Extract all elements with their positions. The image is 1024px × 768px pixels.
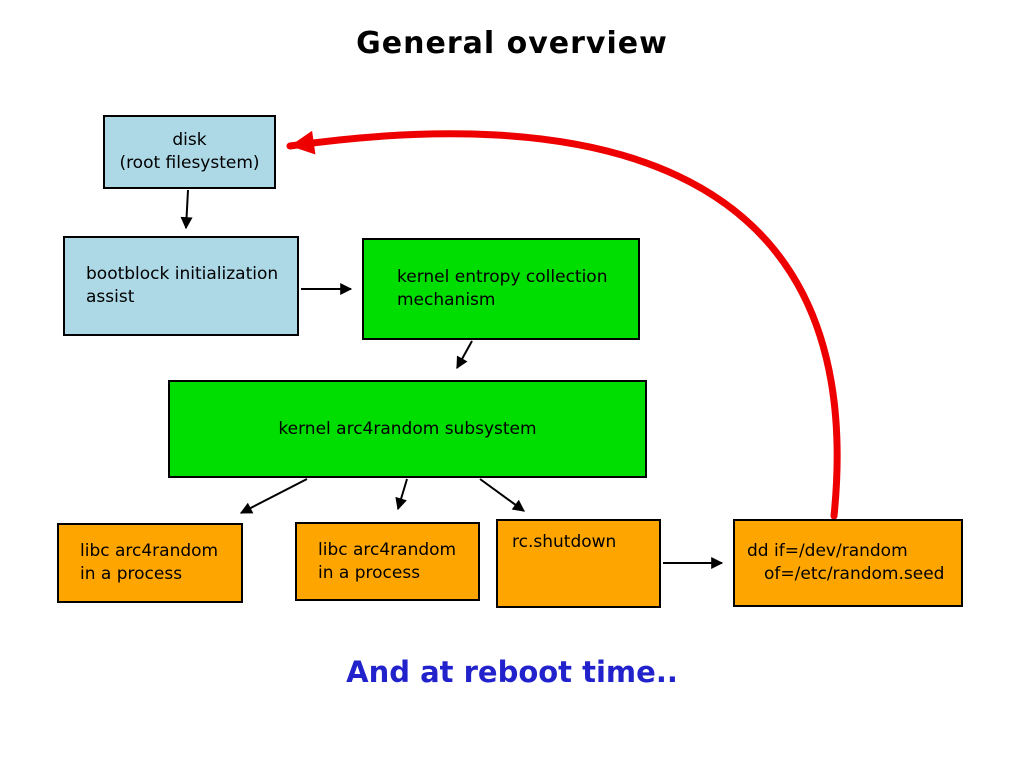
node-rc-shutdown: rc.shutdown: [496, 519, 661, 608]
arrow-entropy-to-arc4: [456, 340, 473, 370]
node-label-line: (root filesystem): [119, 153, 260, 173]
arrow-arc4-to-rcshutdown: [479, 478, 525, 512]
node-label-line: kernel entropy collection: [397, 267, 608, 287]
node-label-line: libc arc4random: [318, 539, 457, 560]
node-label-line: mechanism: [397, 290, 496, 310]
node-label-line: disk: [172, 130, 207, 150]
node-label-line: in a process: [80, 564, 183, 584]
node-label-line: assist: [86, 287, 135, 307]
node-label-line: bootblock initialization: [86, 264, 279, 284]
node-libc-process-2: libc arc4random in a process: [295, 522, 480, 601]
reboot-note: And at reboot time..: [346, 655, 678, 689]
node-arc4random: kernel arc4random subsystem: [168, 380, 647, 478]
node-bootblock: bootblock initialization assist: [63, 236, 299, 336]
arrow-disk-to-bootblock: [180, 189, 193, 230]
slide-title: General overview: [356, 26, 668, 61]
node-label-line: dd if=/dev/random: [747, 541, 908, 561]
node-label-line: in a process: [318, 562, 421, 583]
node-entropy: kernel entropy collection mechanism: [362, 238, 640, 340]
node-dd-random-seed: dd if=/dev/random of=/etc/random.seed: [733, 519, 963, 607]
node-disk: disk (root filesystem): [103, 115, 276, 189]
node-label-line: of=/etc/random.seed: [764, 564, 945, 584]
node-libc-process-1: libc arc4random in a process: [57, 523, 243, 603]
node-label-line: libc arc4random: [80, 541, 219, 561]
arrow-arc4-to-libc1: [239, 478, 308, 514]
node-label-line: rc.shutdown: [512, 532, 617, 552]
node-label-line: kernel arc4random subsystem: [278, 418, 537, 439]
arrow-arc4-to-libc2: [395, 478, 408, 511]
